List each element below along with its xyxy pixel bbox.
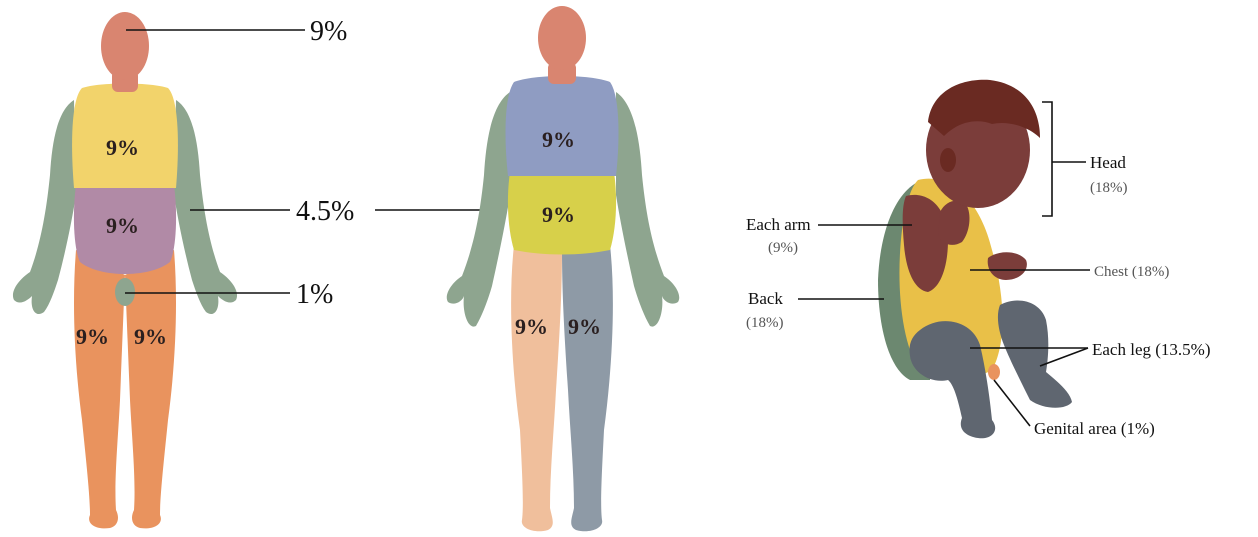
head-callout-label: 9% <box>310 16 347 47</box>
back-right-leg <box>562 245 613 531</box>
infant-arm-label: Each arm <box>746 215 811 234</box>
back-right-arm <box>616 92 679 327</box>
front-genital <box>115 278 135 306</box>
back-left-leg <box>511 245 562 531</box>
infant-genital-label: Genital area (1%) <box>1034 419 1155 438</box>
infant-back-label: Back <box>748 289 783 308</box>
infant-leg-label: Each leg (13.5%) <box>1092 340 1210 359</box>
front-chest-pct: 9% <box>106 135 139 160</box>
adult-front-figure: 9% 9% 9% 9% 9% 4.5% 1% <box>13 12 490 528</box>
back-head <box>538 6 586 70</box>
back-leg-left-pct: 9% <box>515 314 548 339</box>
infant-head-pct: (18%) <box>1090 180 1128 196</box>
back-lower-pct: 9% <box>542 202 575 227</box>
front-right-arm <box>174 100 237 314</box>
infant-chest-label: Chest (18%) <box>1094 264 1169 280</box>
back-upper-pct: 9% <box>542 127 575 152</box>
infant-head-label: Head <box>1090 153 1126 172</box>
front-abdomen-pct: 9% <box>106 213 139 238</box>
arm-callout-label: 4.5% <box>296 196 354 227</box>
infant-figure: Head (18%) Each arm (9%) Chest (18%) Bac… <box>746 80 1210 438</box>
head-bracket <box>1042 102 1052 216</box>
front-leg-right-pct: 9% <box>134 324 167 349</box>
infant-genital <box>988 364 1000 380</box>
infant-ear <box>940 148 956 172</box>
infant-arm-pct: (9%) <box>768 240 798 256</box>
front-leg-left-pct: 9% <box>76 324 109 349</box>
back-leg-right-pct: 9% <box>568 314 601 339</box>
genital-callout-label: 1% <box>296 279 333 310</box>
front-head <box>101 12 149 80</box>
back-upper-back <box>506 76 619 176</box>
adult-back-figure: 9% 9% 9% 9% <box>447 6 679 531</box>
infant-back-pct: (18%) <box>746 315 784 331</box>
front-left-arm <box>13 100 76 314</box>
infant-leg-back <box>998 300 1072 407</box>
